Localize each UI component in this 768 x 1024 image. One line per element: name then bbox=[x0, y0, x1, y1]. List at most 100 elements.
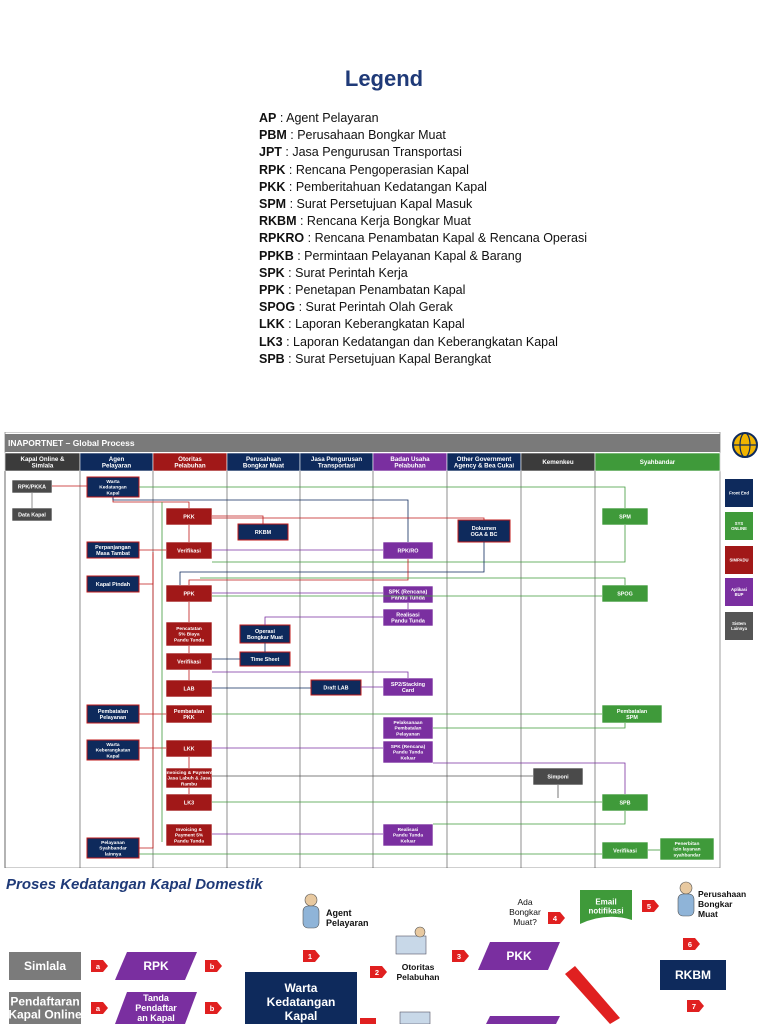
label-line: Simlala bbox=[32, 462, 54, 469]
side-legend-label: SIMPADU bbox=[730, 557, 749, 562]
process-box-shape bbox=[165, 621, 213, 647]
legend-definition: Surat Persetujuan Kapal Masuk bbox=[296, 197, 473, 212]
email-shape bbox=[580, 890, 632, 924]
label-line: syahbandar bbox=[674, 852, 701, 858]
step-5-badge: 5 bbox=[642, 900, 659, 912]
legend-abbr: LKK bbox=[259, 317, 285, 332]
process-box-label: Data Kapal bbox=[18, 512, 46, 518]
legend-separator: : bbox=[282, 334, 294, 349]
legend-abbr: AP bbox=[259, 111, 277, 125]
step-a-badge-2: a bbox=[91, 1002, 108, 1014]
process-box-label: LK3 bbox=[184, 800, 194, 806]
step-badge-shape bbox=[205, 1002, 222, 1014]
legend-item-lkk: LKK : Laporan Keberangkatan Kapal bbox=[259, 316, 689, 333]
process-box-label: Time Sheet bbox=[251, 657, 280, 663]
label-line: PPK bbox=[183, 591, 194, 597]
legend-abbr: JPT bbox=[259, 145, 282, 160]
legend-separator: : bbox=[293, 248, 305, 263]
process-box-label: SPM bbox=[619, 514, 631, 520]
label-line: Kapal bbox=[285, 1009, 318, 1023]
label-line: Pelabuhan bbox=[174, 462, 206, 469]
label-line: Pelabuhan bbox=[397, 972, 440, 982]
label-line: PKK bbox=[183, 715, 194, 721]
step-b-badge-2: b bbox=[205, 1002, 222, 1014]
label-line: SPB bbox=[619, 800, 630, 806]
label-line: Pendaftaran bbox=[10, 995, 79, 1009]
legend-item-spk: SPK : Surat Perintah Kerja bbox=[259, 265, 689, 282]
title-bar bbox=[5, 434, 720, 452]
label-line: Lainnya bbox=[731, 626, 747, 631]
label-line: an Kapal bbox=[137, 1013, 175, 1023]
legend-separator: : bbox=[286, 197, 297, 212]
step-6-badge: 6 bbox=[683, 938, 700, 950]
legend-definition: Permintaan Pelayanan Kapal & Barang bbox=[304, 248, 522, 263]
agent-person-icon bbox=[302, 893, 320, 929]
legend-abbr: PBM bbox=[259, 128, 287, 143]
process-box-label: Draft LAB bbox=[323, 685, 348, 691]
process-box-spb: SPB bbox=[601, 793, 649, 812]
rpk-shape-shape bbox=[115, 952, 197, 980]
legend-separator: : bbox=[284, 283, 296, 298]
legend-separator: : bbox=[284, 351, 296, 366]
step-badge-label: a bbox=[96, 1004, 101, 1013]
process-box-label: SPOG bbox=[617, 591, 633, 597]
red-diagonal-arrow bbox=[565, 966, 620, 1024]
label-line: LAB bbox=[183, 686, 194, 692]
label-line: Agency & Bea Cukai bbox=[454, 462, 514, 469]
purple-shape-bottom bbox=[486, 1016, 560, 1024]
legend-item-rpk: RPK : Rencana Pengoperasian Kapal bbox=[259, 162, 689, 179]
label-line: RKBM bbox=[255, 530, 272, 536]
process-box-lk3: LK3 bbox=[165, 793, 213, 812]
label-line: OGA & BC bbox=[471, 532, 498, 538]
label-line: SPK (Rencana) bbox=[389, 589, 428, 595]
label-line: Muat bbox=[698, 909, 718, 919]
label-line: Pencatatan bbox=[176, 626, 202, 632]
legend-definition: Penetapan Penambatan Kapal bbox=[295, 283, 466, 298]
lane-header bbox=[594, 452, 721, 472]
process-box-shape bbox=[659, 837, 715, 861]
connector-arrow bbox=[212, 671, 409, 678]
process-box-label: LAB bbox=[183, 686, 194, 692]
step-badge-label: 6 bbox=[688, 940, 692, 949]
label-line: RPK/PKKA bbox=[18, 484, 46, 490]
legend-abbr: PKK bbox=[259, 179, 286, 194]
label-line: Dokumen bbox=[472, 526, 497, 532]
legend-definition: Surat Perintah Kerja bbox=[295, 265, 408, 280]
step-4-badge: 4 bbox=[548, 912, 565, 924]
side-legend-item: SIMPADU bbox=[725, 546, 753, 574]
step-badge-shape bbox=[452, 950, 469, 962]
label-line: Payment 5% bbox=[175, 833, 204, 839]
legend-title: Legend bbox=[344, 66, 424, 91]
side-legend-swatch bbox=[725, 479, 753, 507]
legend-definition: Laporan Kedatangan dan Keberangkatan Kap… bbox=[293, 334, 558, 349]
label-line: Realisasi bbox=[396, 612, 420, 618]
legend-item-spm: SPM : Surat Persetujuan Kapal Masuk bbox=[259, 196, 689, 213]
legend-item-pkk: PKK : Pemberitahuan Kedatangan Kapal bbox=[259, 179, 689, 196]
side-legend-swatch bbox=[725, 546, 753, 574]
lane-header-label: Kemenkeu bbox=[542, 459, 574, 466]
label-line: Badan Usaha bbox=[390, 456, 430, 463]
legend-abbr: SPM bbox=[259, 197, 287, 212]
label-line: Warta bbox=[285, 981, 318, 995]
label-line: Pembatalan bbox=[174, 709, 204, 715]
legend-abbr: PPK bbox=[259, 283, 285, 298]
